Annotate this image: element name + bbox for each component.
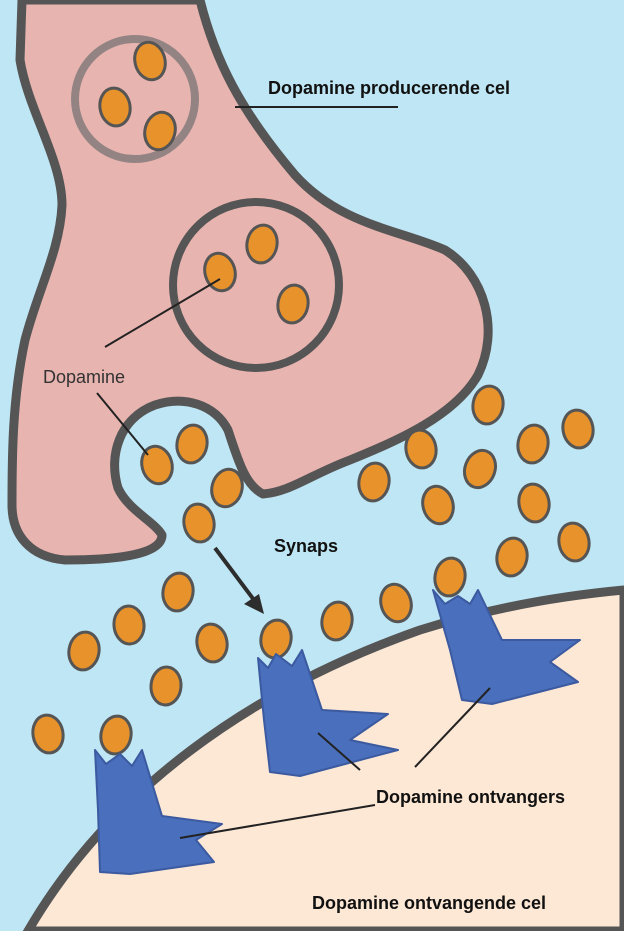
dopamine-molecule (133, 40, 167, 82)
dopamine-receptor (257, 649, 399, 777)
label-receptors: Dopamine ontvangers (376, 787, 565, 807)
dopamine-molecule (516, 423, 550, 465)
diffusion-arrow (213, 546, 264, 614)
dopamine-molecule (161, 571, 195, 613)
label-producing-cell: Dopamine producerende cel (268, 78, 510, 98)
dopamine-receptor (94, 749, 223, 875)
dopamine-molecule (67, 630, 101, 672)
dopamine-molecule (149, 665, 183, 707)
dopamine-molecule (379, 582, 413, 624)
dopamine-molecule (182, 502, 216, 544)
dopamine-molecule (210, 467, 244, 509)
dopamine-molecule (357, 461, 391, 503)
dopamine-molecule (421, 484, 455, 526)
dopamine-molecule (517, 482, 551, 524)
dopamine-molecule (175, 423, 209, 465)
leader-receptor-right (414, 687, 491, 768)
dopamine-molecule (471, 384, 505, 426)
leader-dopamine-released (96, 392, 149, 456)
label-receiving-cell: Dopamine ontvangende cel (312, 893, 546, 913)
dopamine-receptors (94, 589, 581, 875)
leader-lines (96, 106, 491, 839)
dopamine-molecule (433, 556, 467, 598)
dopamine-molecule (99, 714, 133, 756)
dopamine-molecule (203, 251, 237, 293)
dopamine-molecule (140, 444, 174, 486)
leader-dopamine-vesicle (104, 278, 221, 348)
dopamine-molecule (462, 448, 498, 490)
dopamine-molecule (98, 86, 132, 128)
dopamine-molecule (320, 600, 354, 642)
dopamine-molecule (495, 536, 529, 578)
dopamine-molecule (276, 283, 310, 325)
dopamine-molecule (259, 618, 293, 660)
vesicle-lower (169, 198, 343, 372)
dopamine-receptor (432, 589, 581, 705)
dopamine-molecule (112, 604, 146, 646)
label-synapse: Synaps (274, 536, 338, 556)
leader-receptor-left (179, 804, 376, 839)
dopamine-molecule (561, 408, 595, 450)
dopamine-molecule (195, 622, 229, 664)
dopamine-molecules (31, 40, 595, 756)
dopamine-molecule (31, 713, 65, 755)
dopamine-molecule (143, 110, 177, 152)
label-dopamine: Dopamine (43, 367, 125, 387)
dopamine-molecule (557, 521, 591, 563)
dopamine-molecule (245, 223, 279, 265)
leader-receptor-middle (317, 732, 361, 771)
dopamine-molecule (404, 428, 438, 470)
